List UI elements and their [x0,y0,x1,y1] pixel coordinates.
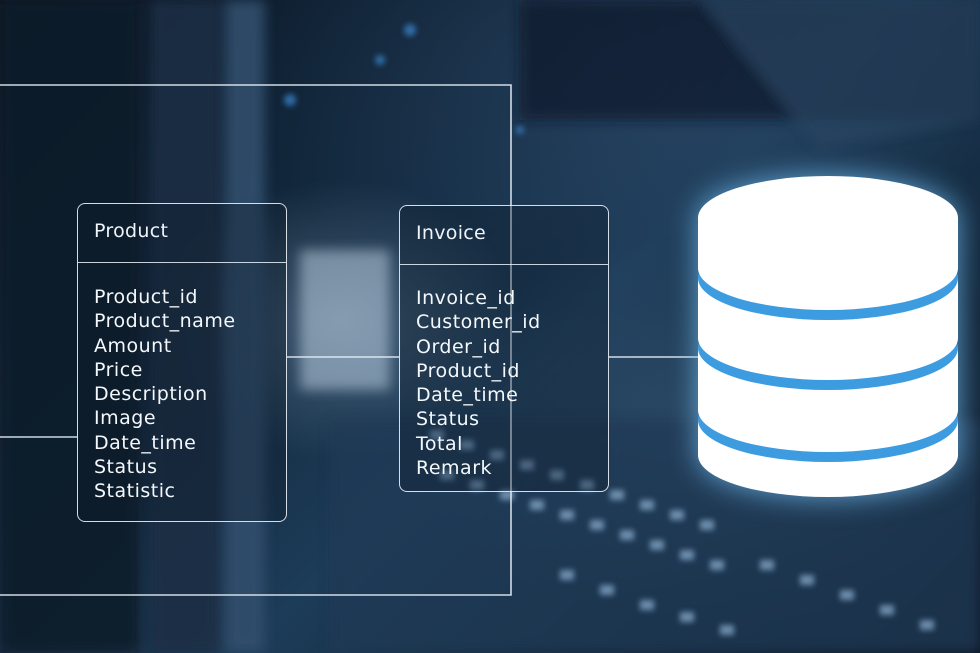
database-icon [698,176,958,497]
product-field: Image [94,407,157,430]
product-field: Product_id [94,286,198,308]
invoice-field: Total [416,432,463,455]
invoice-field: Order_id [416,335,501,358]
product-field: Statistic [94,480,176,503]
invoice-field: Date_time [416,384,519,407]
product-field: Product_name [94,310,236,333]
invoice-table: Invoice Invoice_id Customer_id Order_id … [399,205,609,492]
product-field-list: Product_id Product_name Amount Price Des… [94,285,236,504]
product-table-divider [78,262,286,263]
product-field: Description [94,383,208,406]
product-field: Status [94,456,158,479]
invoice-field: Product_id [416,359,520,382]
invoice-table-title: Invoice [416,222,487,244]
invoice-field: Status [416,408,480,431]
product-table-title: Product [94,220,169,242]
invoice-table-divider [400,264,608,265]
product-table: Product Product_id Product_name Amount P… [77,203,287,522]
product-field: Amount [94,334,172,357]
product-field: Date_time [94,431,197,454]
product-field: Price [94,358,143,381]
invoice-field: Invoice_id [416,287,516,309]
invoice-field: Remark [416,457,493,480]
invoice-field: Customer_id [416,311,541,334]
invoice-field-list: Invoice_id Customer_id Order_id Product_… [416,286,541,480]
outer-frame-line [0,84,512,596]
